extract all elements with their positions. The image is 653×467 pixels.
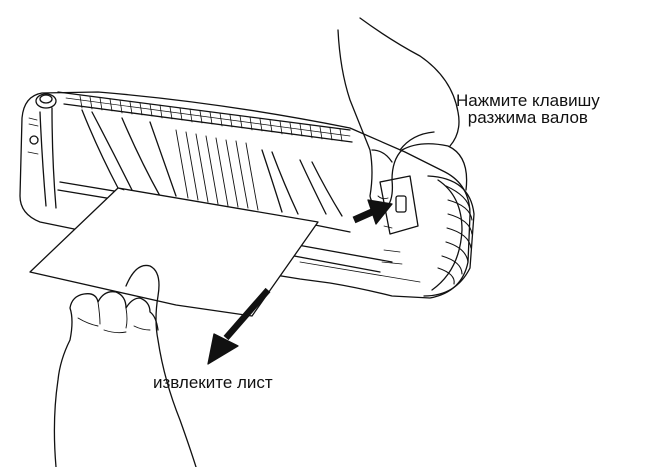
arrow-right-icon bbox=[354, 200, 392, 224]
remove-sheet-caption: извлеките лист bbox=[153, 374, 273, 391]
release-key-caption-line1: Нажмите клавишу bbox=[456, 92, 600, 109]
paper-sheet bbox=[30, 188, 318, 316]
release-key-caption-line2: разжима валов bbox=[456, 109, 600, 126]
release-key-caption: Нажмите клавишу разжима валов bbox=[456, 92, 600, 126]
